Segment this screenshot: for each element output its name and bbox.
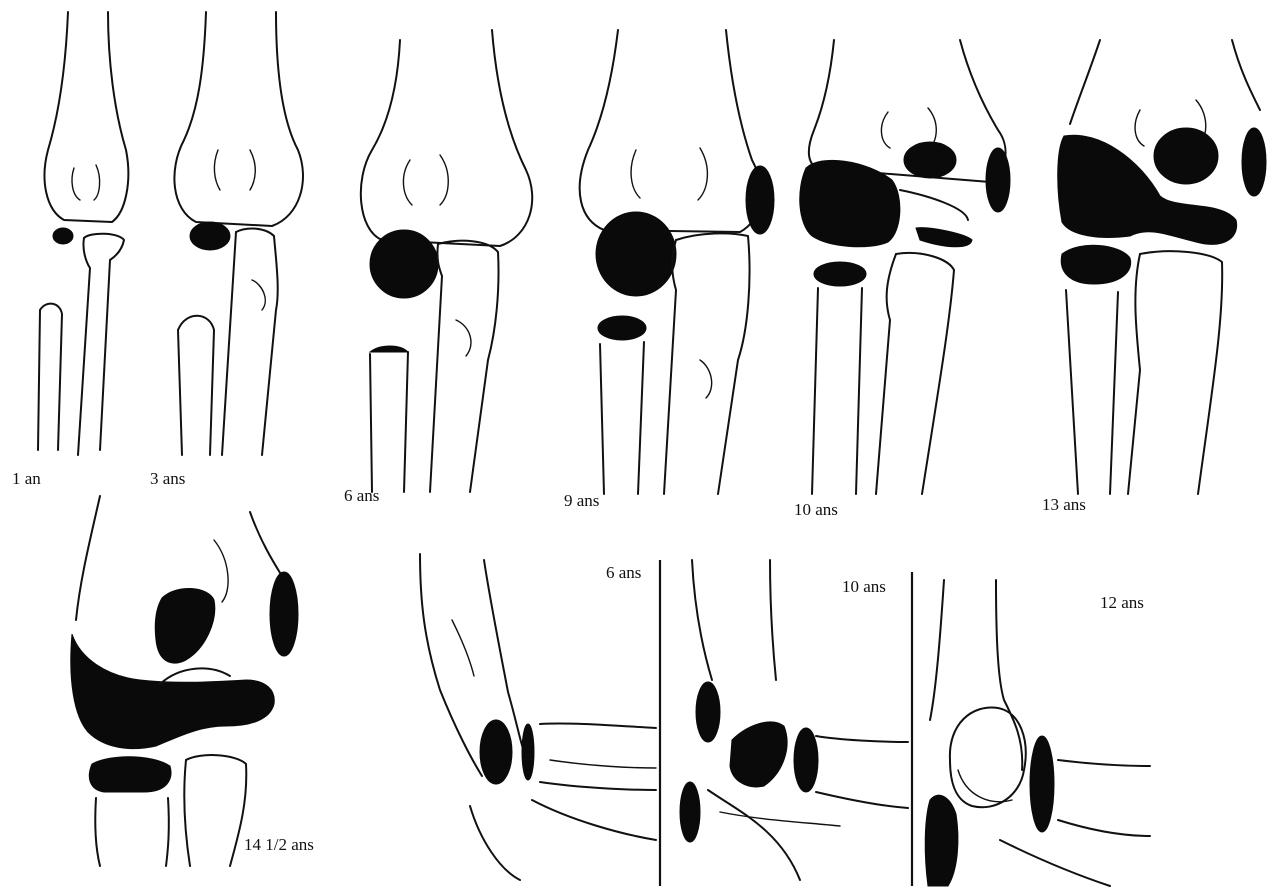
panel-lateral-10-years <box>680 560 912 886</box>
label-lateral-10-years: 10 ans <box>842 577 886 596</box>
label-9-years: 9 ans <box>564 491 599 510</box>
panel-front-10-years <box>800 40 1010 494</box>
label-lateral-12-years: 12 ans <box>1100 593 1144 612</box>
ossification-olecranon-lateral <box>925 795 958 886</box>
ossification-capitellum <box>370 230 438 298</box>
label-1-year: 1 an <box>12 469 41 488</box>
ossification-trochlea <box>155 588 215 663</box>
panel-front-6-years <box>361 30 532 492</box>
panel-lateral-12-years <box>925 580 1150 886</box>
ossification-capitellum-lateral <box>480 720 512 784</box>
ossification-trochlea <box>1154 128 1218 184</box>
ossification-medial-epicondyle <box>746 166 774 234</box>
ossification-ulna-lateral <box>680 782 700 842</box>
label-10-years: 10 ans <box>794 500 838 519</box>
ossification-capitellum <box>596 212 676 296</box>
label-3-years: 3 ans <box>150 469 185 488</box>
panel-front-14-half-years <box>71 496 298 866</box>
ossification-radial-head <box>814 262 866 286</box>
label-14-half-years: 14 1/2 ans <box>244 835 314 854</box>
panel-front-13-years <box>1058 40 1266 494</box>
ossification-medial-epicondyle <box>1242 128 1266 196</box>
ossification-radial-head-lateral <box>522 724 534 780</box>
panel-front-9-years <box>580 30 774 494</box>
ossification-capitellum <box>190 222 230 250</box>
ossification-radial-head-lateral <box>794 728 818 792</box>
ossification-olecranon-lateral <box>696 682 720 742</box>
ossification-radial-head-lateral <box>1030 736 1054 832</box>
ossification-radial-head <box>598 316 646 340</box>
panel-lateral-6-years <box>420 554 660 886</box>
ossification-medial-epicondyle <box>986 148 1010 212</box>
ossification-capitellum-lateral <box>730 722 787 787</box>
ossification-trochlea <box>904 142 956 178</box>
ossification-radial-head <box>1061 245 1130 284</box>
label-13-years: 13 ans <box>1042 495 1086 514</box>
label-6-years: 6 ans <box>344 486 379 505</box>
ossification-capitellum <box>53 228 73 244</box>
ossification-medial-epicondyle <box>270 572 298 656</box>
panel-front-3-years <box>174 12 303 455</box>
ossification-radial-head <box>89 757 171 792</box>
label-lateral-6-years: 6 ans <box>606 563 641 582</box>
panel-front-1-year <box>38 12 128 455</box>
ossification-olecranon <box>916 228 972 247</box>
ossification-radial-head <box>370 346 408 352</box>
